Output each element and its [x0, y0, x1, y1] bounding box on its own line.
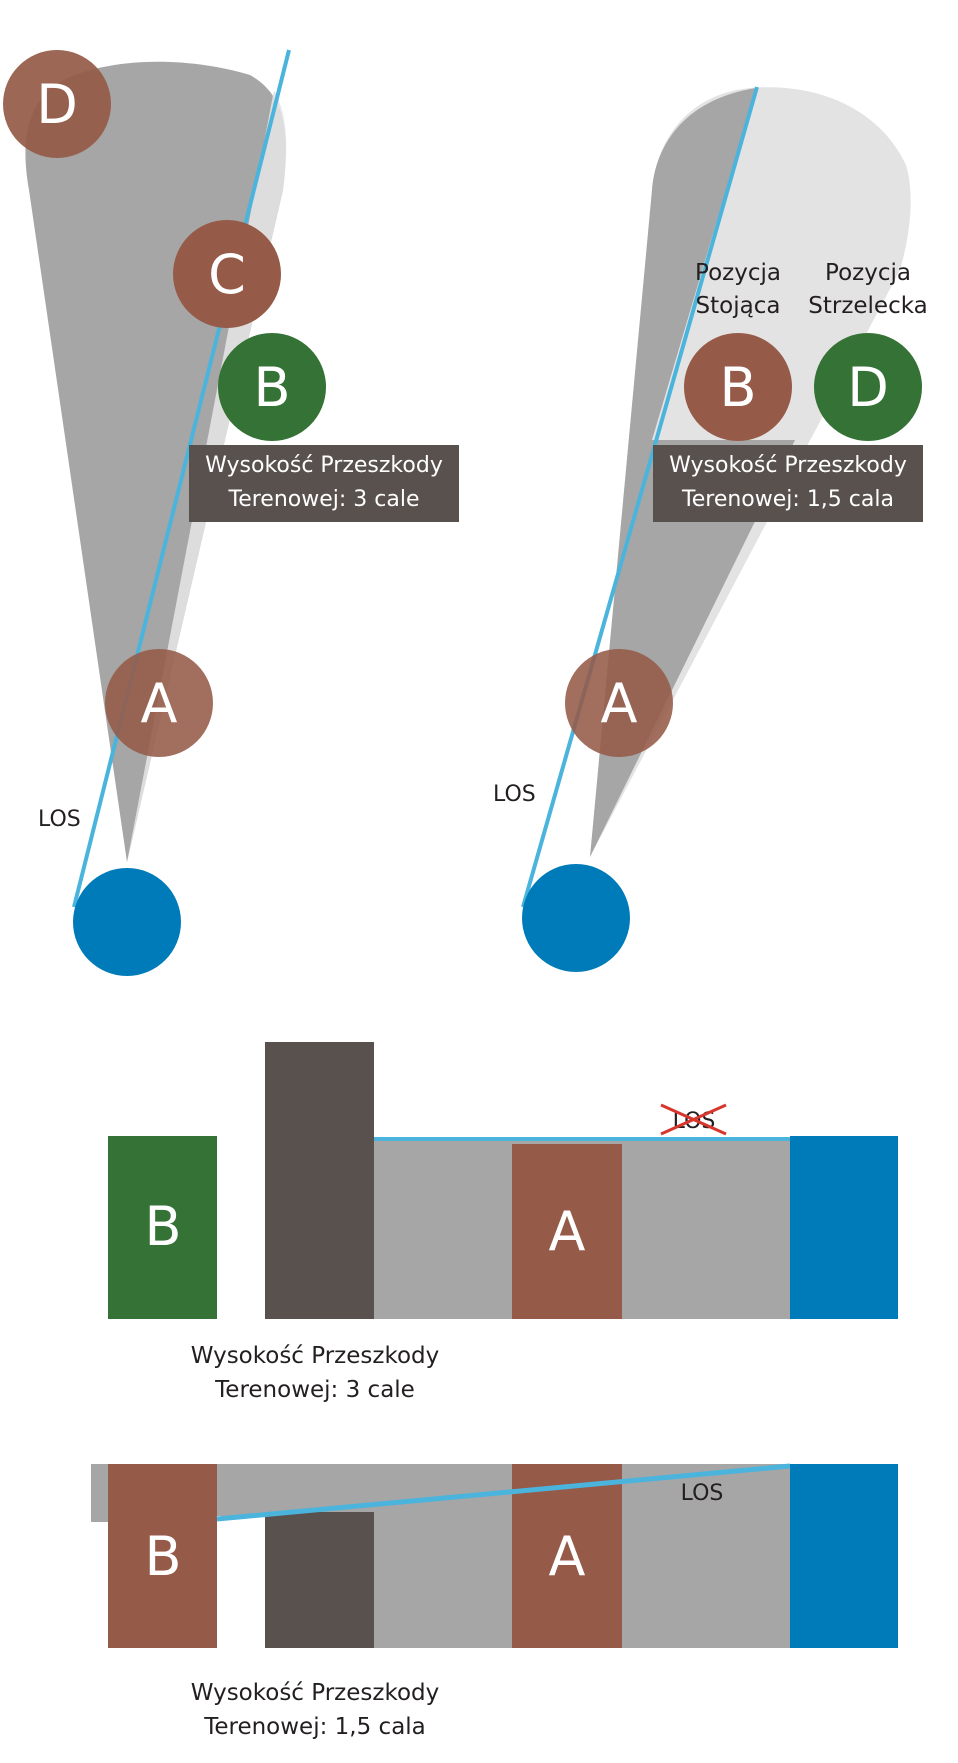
- panel-top-left: LOS D C B Wysokość Przeszkody Terenowej:…: [3, 49, 459, 976]
- model-d-left-label: D: [36, 73, 78, 136]
- shooter-side1: [790, 1136, 898, 1319]
- panel-side-view-2: B A LOS Wysokość Przeszkody Terenowej: 1…: [91, 1463, 898, 1740]
- model-a-side2: [512, 1464, 622, 1648]
- los-label-side2: LOS: [681, 1481, 724, 1506]
- los-cross-stroke-2: [660, 1103, 727, 1136]
- terrain-label-right-line1: Wysokość Przeszkody: [669, 453, 907, 478]
- model-a-right-label: A: [601, 672, 638, 735]
- los-label-left: LOS: [38, 807, 81, 832]
- model-a-right: [565, 649, 673, 757]
- terrain-low-side2: [265, 1512, 374, 1648]
- prone-position-label-line1: Pozycja: [825, 260, 911, 286]
- model-b-side2: [108, 1464, 217, 1648]
- caption-side2-line2: Terenowej: 1,5 cala: [203, 1714, 426, 1740]
- los-line-right: [521, 86, 759, 908]
- standing-position-label-line2: Stojąca: [696, 293, 781, 319]
- los-line-side2: [216, 1463, 791, 1522]
- panel-top-right: LOS Pozycja Stojąca Pozycja Strzelecka B…: [493, 86, 928, 972]
- model-a-left: [105, 649, 213, 757]
- model-d-right: [814, 333, 922, 441]
- shooter-right: [522, 864, 630, 972]
- model-b-side1: [108, 1136, 217, 1319]
- model-b-left-label: B: [253, 356, 290, 419]
- model-b-right: [684, 333, 792, 441]
- los-label-right: LOS: [493, 782, 536, 807]
- model-b-side2-label: B: [144, 1525, 181, 1588]
- caption-side1-line2: Terenowej: 3 cale: [214, 1377, 415, 1403]
- model-d-left: [3, 50, 111, 158]
- los-line-left: [72, 49, 291, 908]
- model-b-left: [218, 333, 326, 441]
- terrain-label-left-line2: Terenowej: 3 cale: [228, 487, 420, 512]
- model-b-side1-label: B: [144, 1195, 181, 1258]
- model-a-side1: [512, 1144, 622, 1319]
- shooter-left: [73, 868, 181, 976]
- model-c-left-label: C: [208, 243, 246, 306]
- terrain-label-left-line1: Wysokość Przeszkody: [205, 453, 443, 478]
- model-d-right-label: D: [847, 356, 889, 419]
- terrain-label-box-left: [189, 445, 459, 522]
- terrain-label-box-right: [653, 445, 923, 522]
- caption-side1-line1: Wysokość Przeszkody: [191, 1343, 440, 1369]
- standing-position-label-line1: Pozycja: [695, 260, 781, 286]
- model-b-right-label: B: [719, 356, 756, 419]
- panel-side-view-1: B A LOS Wysokość Przeszkody Terenowej: 3…: [108, 1042, 898, 1403]
- model-a-side1-label: A: [549, 1200, 586, 1263]
- model-a-side2-label: A: [549, 1525, 586, 1588]
- model-c-left: [173, 220, 281, 328]
- terrain-tall-side1: [265, 1042, 374, 1319]
- caption-side2-line1: Wysokość Przeszkody: [191, 1680, 440, 1706]
- prone-position-label-line2: Strzelecka: [808, 293, 928, 319]
- model-a-left-label: A: [141, 672, 178, 735]
- terrain-label-right-line2: Terenowej: 1,5 cala: [681, 487, 894, 512]
- shooter-side2: [790, 1464, 898, 1648]
